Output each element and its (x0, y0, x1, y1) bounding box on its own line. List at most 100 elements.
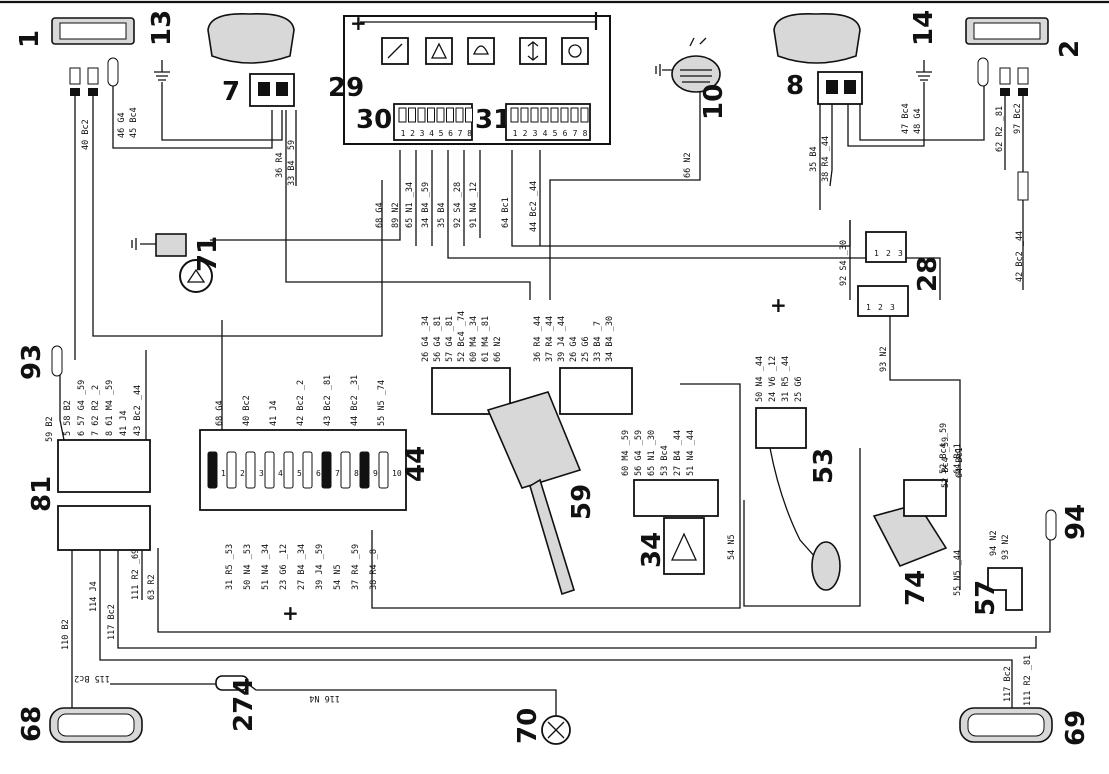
wire-label-35: 35 B4 (437, 202, 447, 228)
fuse-slot-number: 10 (392, 469, 402, 478)
plug-1a (70, 88, 80, 96)
connector-53-wire-label: 25 G6 (794, 376, 804, 402)
wire-label-65: 65 N1 _34 (405, 182, 415, 228)
connector-274 (215, 675, 249, 691)
connector-59b (559, 367, 633, 415)
wire-label-92b: 92 S4 _30 (839, 240, 849, 286)
label-57: 57 (971, 580, 1001, 616)
connector-59-left-wire-label: 26 G4 _34 (421, 316, 431, 362)
stalk-59-lever (529, 478, 575, 596)
connector-34-wire-label: 56 G4 _59 (634, 430, 644, 476)
label-7: 7 (222, 77, 240, 107)
buzzer-10-body (671, 55, 721, 93)
fusebox-44-bottom-wire-label: 50 N4 _53 (243, 544, 253, 590)
fusebox-44-top-wire-label: 55 N5 _74 (377, 380, 387, 426)
fusebox-44-bottom-wire-label: 51 N4 _34 (261, 544, 271, 590)
fusebox-44-bottom-wire-label: 38 R4 _8 (369, 549, 379, 590)
connector-30-pin-number: 3 (420, 129, 425, 138)
label-14: 14 (909, 10, 939, 46)
label-94: 94 (1061, 504, 1091, 540)
wire-label-116: 116 N4 (309, 693, 340, 703)
fuse (264, 451, 275, 489)
bulb-94 (1045, 509, 1057, 541)
wire-114 (99, 548, 1013, 720)
bulb-2 (977, 57, 989, 87)
fuse (321, 451, 332, 489)
fusebox-44-top-wire-label: 68 G4 (215, 400, 225, 426)
wire-93 (889, 316, 961, 590)
component-74-relay: 74 (872, 479, 948, 606)
connector-53 (755, 407, 807, 449)
connector-31-pin-number: 2 (523, 129, 528, 138)
connector-81-wire-label: 7 62 R2 _2 (91, 385, 101, 436)
label-70: 70 (513, 708, 543, 744)
connector-81b (57, 505, 151, 551)
fuse (359, 451, 370, 489)
connector-59-right-wire-label: 26 G4 (569, 336, 579, 362)
component-8-headlamp: 8 (773, 13, 863, 105)
label-1: 1 (15, 30, 45, 48)
connector-28-pin-number: 3 (890, 303, 895, 312)
connector-30-pin-number: 2 (410, 129, 415, 138)
component-71-switch: 71 (131, 233, 223, 293)
connector-34-wire-label: 65 N1 _30 (647, 430, 657, 476)
wire-36 (285, 110, 531, 300)
lamp-69-lens (967, 713, 1045, 737)
fuse-slot-number: 6 (316, 469, 321, 478)
terminal-1b (87, 67, 99, 85)
relay-74-connector (903, 479, 947, 517)
connector-59-left-wire-label: 66 N2 (493, 336, 503, 362)
wire-label-40: 40 Bc2 (81, 119, 91, 150)
label-93: 93 (17, 344, 47, 380)
connector-53-wire-label: 24 V6 _12 (768, 356, 778, 402)
ground-icon-71 (131, 238, 156, 250)
component-57-module: 57 (971, 567, 1023, 616)
fuse-slot-number: 5 (297, 469, 302, 478)
fusebox-44-bottom-wire-label: 27 B4 _34 (297, 544, 307, 590)
wire-label-42: 42 Bc2 _44 (1015, 231, 1025, 282)
connector-81-wire-label: 8 61 M4 _59 (105, 380, 115, 436)
bulb-93 (51, 345, 63, 377)
fuse (302, 451, 313, 489)
label-274: 274 (229, 678, 259, 732)
connector-31-pin-number: 8 (583, 129, 588, 138)
fusebox-44-bottom-wire-label: 23 G6 _12 (279, 544, 289, 590)
connector-59-right-wire-label: 36 R4 _44 (533, 316, 543, 362)
component-10-buzzer: 10 (655, 37, 729, 120)
component-2-side-lamp: 2 (965, 17, 1085, 201)
wire-label-110: 110 B2 (61, 619, 71, 650)
connector-28-pin-number: 2 (886, 249, 891, 258)
ground-icon-10 (655, 64, 672, 76)
wire-label-54: 54 N5 (727, 534, 737, 560)
connector-81-wire-label: 5 58 B2 (63, 400, 73, 436)
headlamp-7-pin-a (258, 82, 270, 96)
module-57-body (987, 567, 1023, 611)
sender-53-cable (769, 447, 833, 577)
connector-59-right-wire-label: 39 J4 _44 (557, 316, 567, 362)
connector-30-pin-number: 8 (467, 129, 472, 138)
switch-71-knob (179, 259, 213, 293)
connector-31-socket (550, 107, 559, 123)
label-28: 28 (913, 256, 943, 292)
ground-symbol-13 (154, 60, 170, 81)
wire-54 (371, 383, 741, 609)
connector-28-pin-number: 1 (866, 303, 871, 312)
connector-59-left-wire-label: 52 Bc4 _74 (457, 311, 467, 362)
wire-64 (511, 150, 851, 247)
headlamp-8-body (773, 13, 861, 64)
wire-label-64: 64 Bc1 (501, 197, 511, 228)
wiring-harness (59, 82, 1051, 720)
label-53: 53 (809, 448, 839, 484)
wire-label-117b: 117 Bc2 (1003, 666, 1013, 702)
plug-1b (88, 88, 98, 96)
connector-30-pin-number: 6 (448, 129, 453, 138)
ground-symbol-14 (916, 60, 932, 81)
plug-2a (1000, 88, 1010, 96)
stalk-59-body (486, 391, 582, 489)
